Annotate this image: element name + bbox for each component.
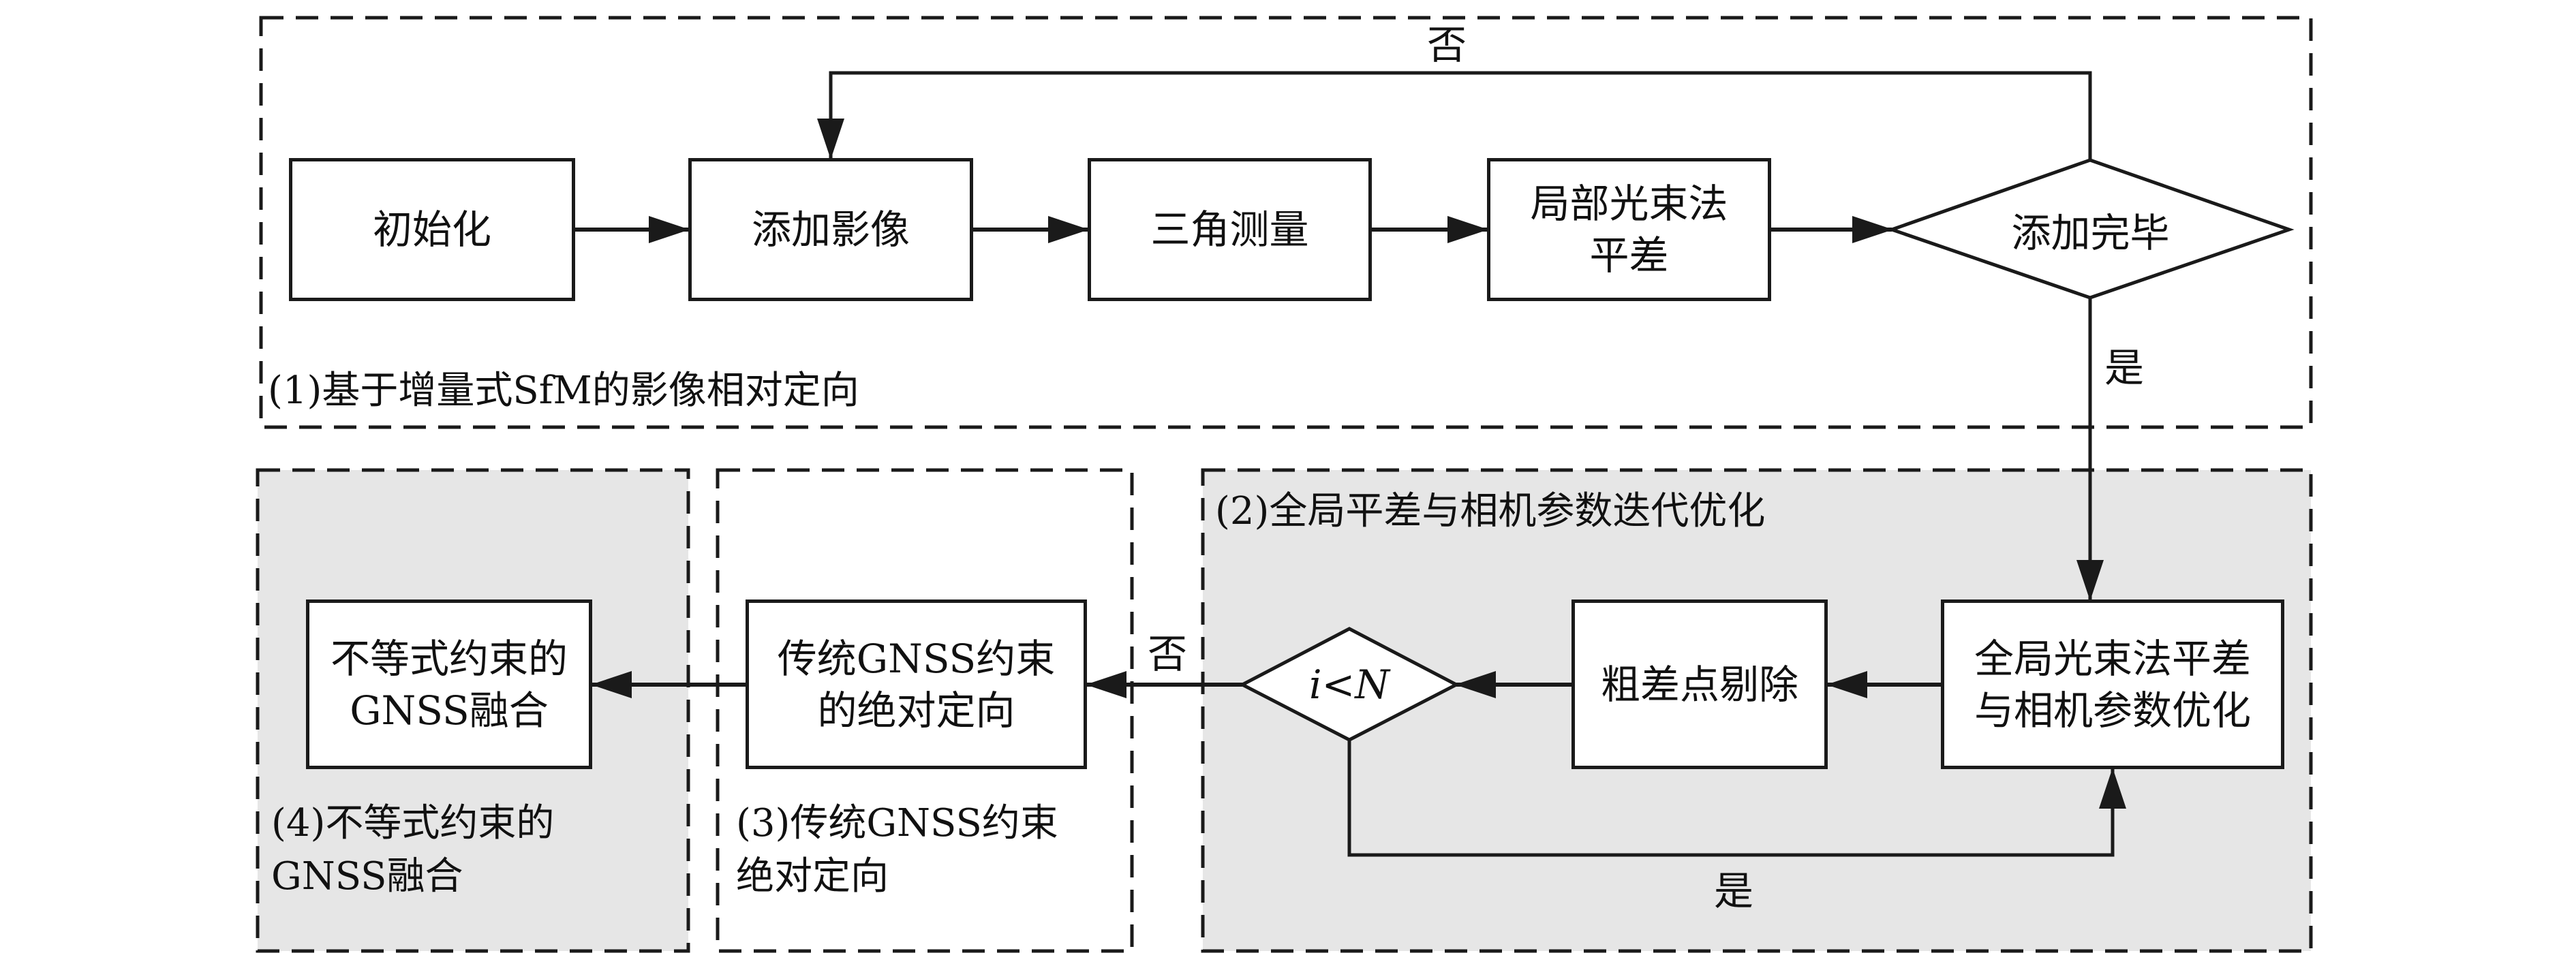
panel-label-3: (3)传统GNSS约束 绝对定向 — [736, 801, 1058, 899]
edge-label-feedback-no: 否 — [1427, 22, 1467, 68]
panel-label-1: (1)基于增量式SfM的影像相对定向 — [268, 369, 859, 413]
panel-label-2: (2)全局平差与相机参数迭代优化 — [1215, 489, 1766, 533]
node-global-ba[interactable]: 全局光束法平差 与相机参数优化 — [1941, 599, 2284, 769]
node-local-ba[interactable]: 局部光束法 平差 — [1487, 158, 1771, 301]
node-gnss-traditional[interactable]: 传统GNSS约束 的绝对定向 — [746, 599, 1087, 769]
panel-label-4: (4)不等式约束的 GNSS融合 — [271, 801, 555, 899]
var-i: i — [1309, 661, 1322, 708]
decision-add-done-shape — [1886, 158, 2295, 300]
node-init[interactable]: 初始化 — [289, 158, 575, 301]
edge-label-exit-no: 否 — [1148, 631, 1188, 677]
edge-add-done-feedback — [817, 71, 2092, 160]
node-triangulate[interactable]: 三角测量 — [1088, 158, 1372, 301]
var-n: N — [1355, 661, 1390, 708]
edge-label-loop-yes: 是 — [1714, 868, 1754, 914]
op-less-than: < — [1321, 661, 1355, 708]
edge-iter-loop — [1347, 740, 2126, 857]
node-add-image[interactable]: 添加影像 — [688, 158, 973, 301]
edge-label-done-yes: 是 — [2104, 345, 2145, 391]
node-gnss-inequality[interactable]: 不等式约束的 GNSS融合 — [306, 599, 592, 769]
decision-add-done[interactable]: 添加完毕 — [2011, 210, 2170, 256]
decision-iter-check[interactable]: i<N — [1242, 661, 1456, 708]
decision-iter-check-shape — [1238, 627, 1460, 742]
node-outlier-removal[interactable]: 粗差点剔除 — [1571, 599, 1828, 769]
